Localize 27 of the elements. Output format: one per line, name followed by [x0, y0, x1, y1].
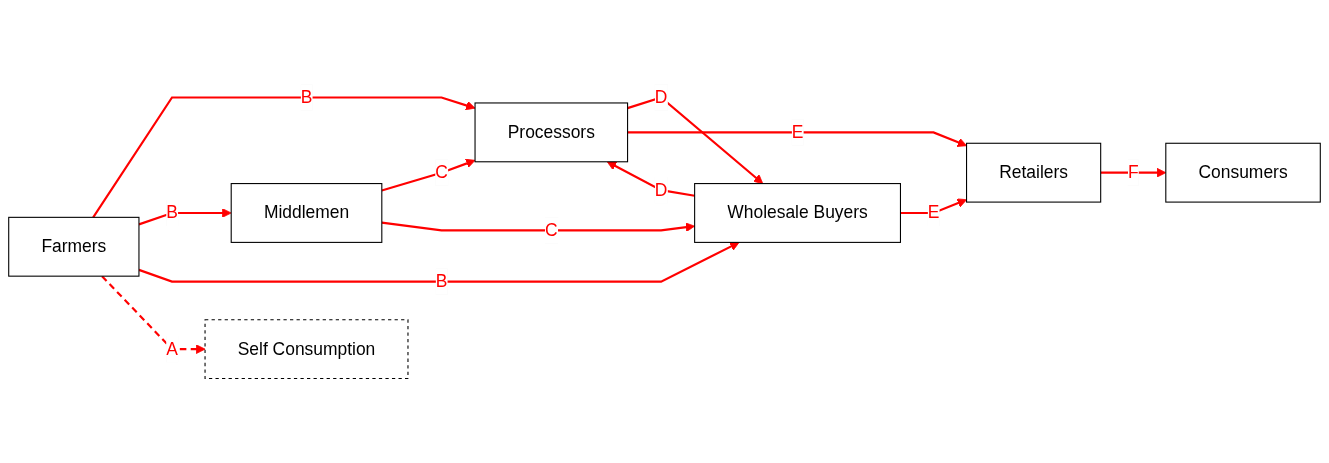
node-box: Farmers	[8, 216, 140, 277]
arrow	[900, 198, 967, 215]
node-box: Self Consumption	[204, 319, 409, 380]
edge-label: E	[927, 203, 940, 222]
arrow	[627, 131, 967, 147]
edge-label: A	[166, 339, 178, 358]
node-box: Wholesale Buyers	[694, 183, 901, 243]
edge-label: D	[654, 87, 668, 107]
node-box: Processors	[474, 102, 629, 163]
edge-label: B	[166, 203, 178, 222]
arrow	[92, 96, 476, 218]
arrow	[138, 208, 232, 226]
edge-label: E	[791, 122, 804, 142]
node-box: Middlemen	[230, 183, 383, 243]
edge-label: B	[300, 87, 313, 107]
arrow	[101, 275, 206, 354]
node-box: Retailers	[966, 142, 1102, 203]
edge-label: C	[435, 162, 448, 182]
arrow	[606, 161, 695, 197]
edge-label: D	[654, 180, 668, 199]
edge-label: B	[435, 271, 448, 291]
arrow	[381, 158, 476, 192]
arrow	[627, 96, 764, 184]
node-box: Consumers	[1165, 142, 1321, 203]
arrow	[138, 241, 740, 283]
edge-label: F	[1127, 162, 1139, 182]
edge-label: C	[545, 220, 558, 240]
